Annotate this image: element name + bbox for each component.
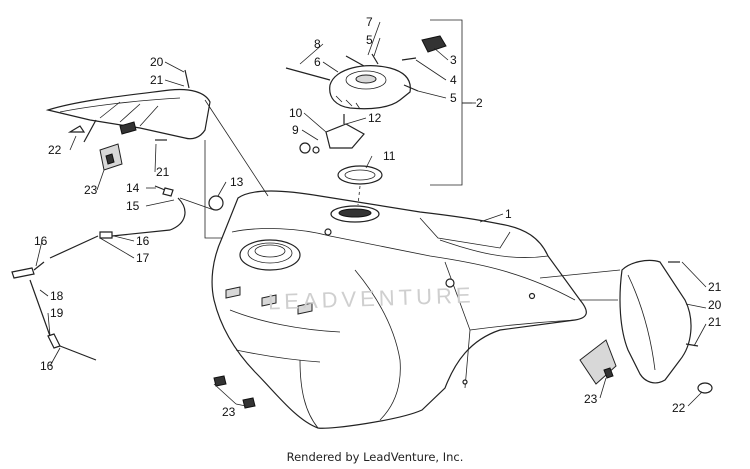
reference-lines xyxy=(179,99,621,301)
callout-5-lower: 5 xyxy=(450,91,457,105)
fuel-tank xyxy=(211,190,587,429)
callout-leaders xyxy=(35,21,707,407)
callout-20-left: 20 xyxy=(150,55,164,69)
callout-22-left: 22 xyxy=(48,143,62,157)
callout-11: 11 xyxy=(383,149,396,163)
callout-17: 17 xyxy=(136,251,150,265)
callout-16-mid: 16 xyxy=(136,234,150,248)
footer-credit: Rendered by LeadVenture, Inc. xyxy=(286,450,464,464)
callout-3: 3 xyxy=(450,53,457,67)
callout-23-right: 23 xyxy=(584,392,598,406)
callout-22-right: 22 xyxy=(672,401,686,415)
callout-10: 10 xyxy=(289,106,303,120)
callout-20-right: 20 xyxy=(708,298,722,312)
callout-23-bottom: 23 xyxy=(222,405,236,419)
callout-1: 1 xyxy=(505,207,512,221)
callout-labels: 1 2 3 4 5 5 6 7 8 9 10 11 12 13 14 15 16… xyxy=(34,15,722,419)
callout-21-right-top: 21 xyxy=(708,280,722,294)
fuel-pump-assembly xyxy=(285,19,472,206)
callout-18: 18 xyxy=(50,289,64,303)
callout-15: 15 xyxy=(126,199,140,213)
callout-19: 19 xyxy=(50,306,64,320)
callout-21-left-mid: 21 xyxy=(156,165,170,179)
callout-13: 13 xyxy=(230,175,244,189)
callout-8: 8 xyxy=(314,37,321,51)
callout-2: 2 xyxy=(476,96,483,110)
left-shroud-panel xyxy=(45,69,211,171)
callout-16-bottom: 16 xyxy=(40,359,54,373)
callout-5-upper: 5 xyxy=(366,33,373,47)
callout-6: 6 xyxy=(314,55,321,69)
right-shroud-panel xyxy=(579,259,713,394)
callout-14: 14 xyxy=(126,181,140,195)
callout-21-right-bottom: 21 xyxy=(708,315,722,329)
callout-12: 12 xyxy=(368,111,382,125)
callout-4: 4 xyxy=(450,73,457,87)
callout-9: 9 xyxy=(292,123,299,137)
callout-16-left: 16 xyxy=(34,234,48,248)
vent-hoses xyxy=(11,185,224,361)
callout-21-left-top: 21 xyxy=(150,73,164,87)
callout-7: 7 xyxy=(366,15,373,29)
callout-23-left: 23 xyxy=(84,183,98,197)
